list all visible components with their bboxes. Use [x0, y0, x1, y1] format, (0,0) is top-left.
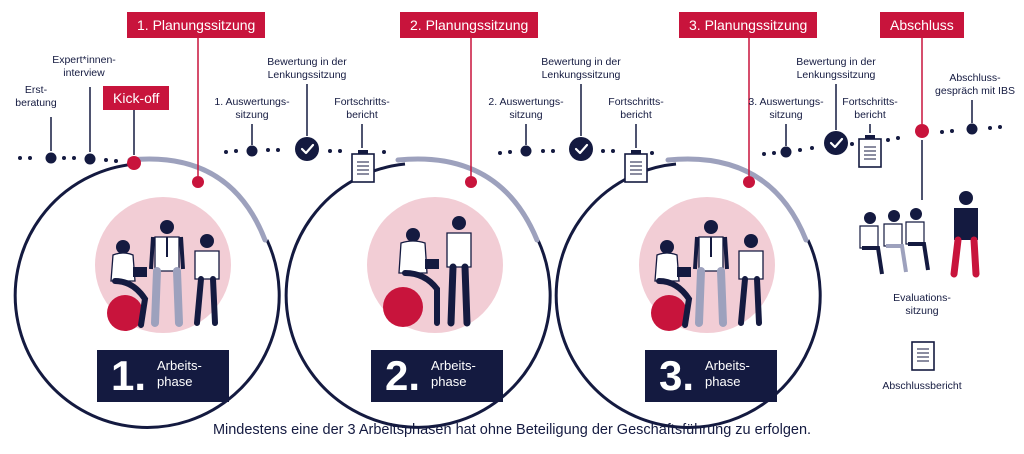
phase-3-box: 3. Arbeits- phase [645, 350, 777, 402]
label-fortschritt-2: Fortschritts- bericht [608, 96, 664, 121]
phase-3-ring [554, 162, 822, 429]
label-auswertung-2: 2. Auswertungs- sitzung [488, 96, 564, 121]
timeline-dots [18, 125, 1002, 163]
node-planning3 [743, 176, 755, 188]
label-abschlussbericht: Abschlussbericht [882, 380, 962, 392]
phase-3-arc [665, 156, 809, 243]
label-bewertung-2: Bewertung in der Lenkungssitzung [541, 56, 621, 81]
planning-session-2-tag: 2. Planungssitzung [400, 12, 539, 38]
check-icon [295, 137, 319, 161]
phase-number: 1. [111, 352, 147, 399]
report-document-icon [624, 150, 648, 183]
phase-label: Arbeits- phase [705, 358, 750, 389]
phase-2-ring [284, 162, 552, 429]
kickoff-tag: Kick-off [103, 86, 170, 110]
label-evaluation: Evaluations- sitzung [893, 292, 951, 317]
phase-label: Arbeits- phase [431, 358, 476, 389]
planning-session-3-tag: 3. Planungssitzung [679, 12, 818, 38]
check-icon [824, 131, 848, 155]
final-report-document-icon [911, 341, 935, 371]
report-document-icon [351, 150, 375, 183]
phase-number: 3. [659, 352, 695, 399]
phase-label: Arbeits- phase [157, 358, 202, 389]
node-auswertung2 [520, 145, 532, 157]
label-abschlussgespraech: Abschluss- gespräch mit IBS [935, 72, 1015, 97]
label-fortschritt-3: Fortschritts- bericht [842, 96, 898, 121]
phase-2-box: 2. Arbeits- phase [371, 350, 503, 402]
evaluation-meeting-illustration [859, 191, 980, 278]
node-abschlussgespraech [966, 123, 978, 135]
node-planning2 [465, 176, 477, 188]
node-interview [84, 153, 96, 165]
label-bewertung-3: Bewertung in der Lenkungssitzung [796, 56, 876, 81]
label-bewertung-1: Bewertung in der Lenkungssitzung [267, 56, 347, 81]
node-kickoff [127, 156, 141, 170]
node-erstberatung [45, 152, 57, 164]
label-auswertung-3: 3. Auswertungs- sitzung [748, 96, 824, 121]
node-abschluss [915, 124, 929, 138]
check-icon [569, 137, 593, 161]
phase-2-arc [395, 156, 540, 243]
phase-1-arc [127, 156, 268, 243]
closing-tag: Abschluss [880, 12, 964, 38]
node-auswertung1 [246, 145, 258, 157]
report-document-icon [858, 135, 882, 168]
phase-number: 2. [385, 352, 421, 399]
phase-1-box: 1. Arbeits- phase [97, 350, 229, 402]
footnote: Mindestens eine der 3 Arbeitsphasen hat … [212, 422, 812, 438]
label-auswertung-1: 1. Auswertungs- sitzung [214, 96, 290, 121]
node-planning1 [192, 176, 204, 188]
planning-connectors [197, 37, 923, 176]
planning-session-1-tag: 1. Planungssitzung [127, 12, 266, 38]
label-interview: Expert*innen- interview [52, 54, 116, 79]
label-fortschritt-1: Fortschritts- bericht [334, 96, 390, 121]
node-auswertung3 [780, 146, 792, 158]
label-erstberatung: Erst- beratung [15, 84, 57, 109]
label-connectors [50, 84, 973, 200]
phase-1-ring [13, 162, 281, 429]
